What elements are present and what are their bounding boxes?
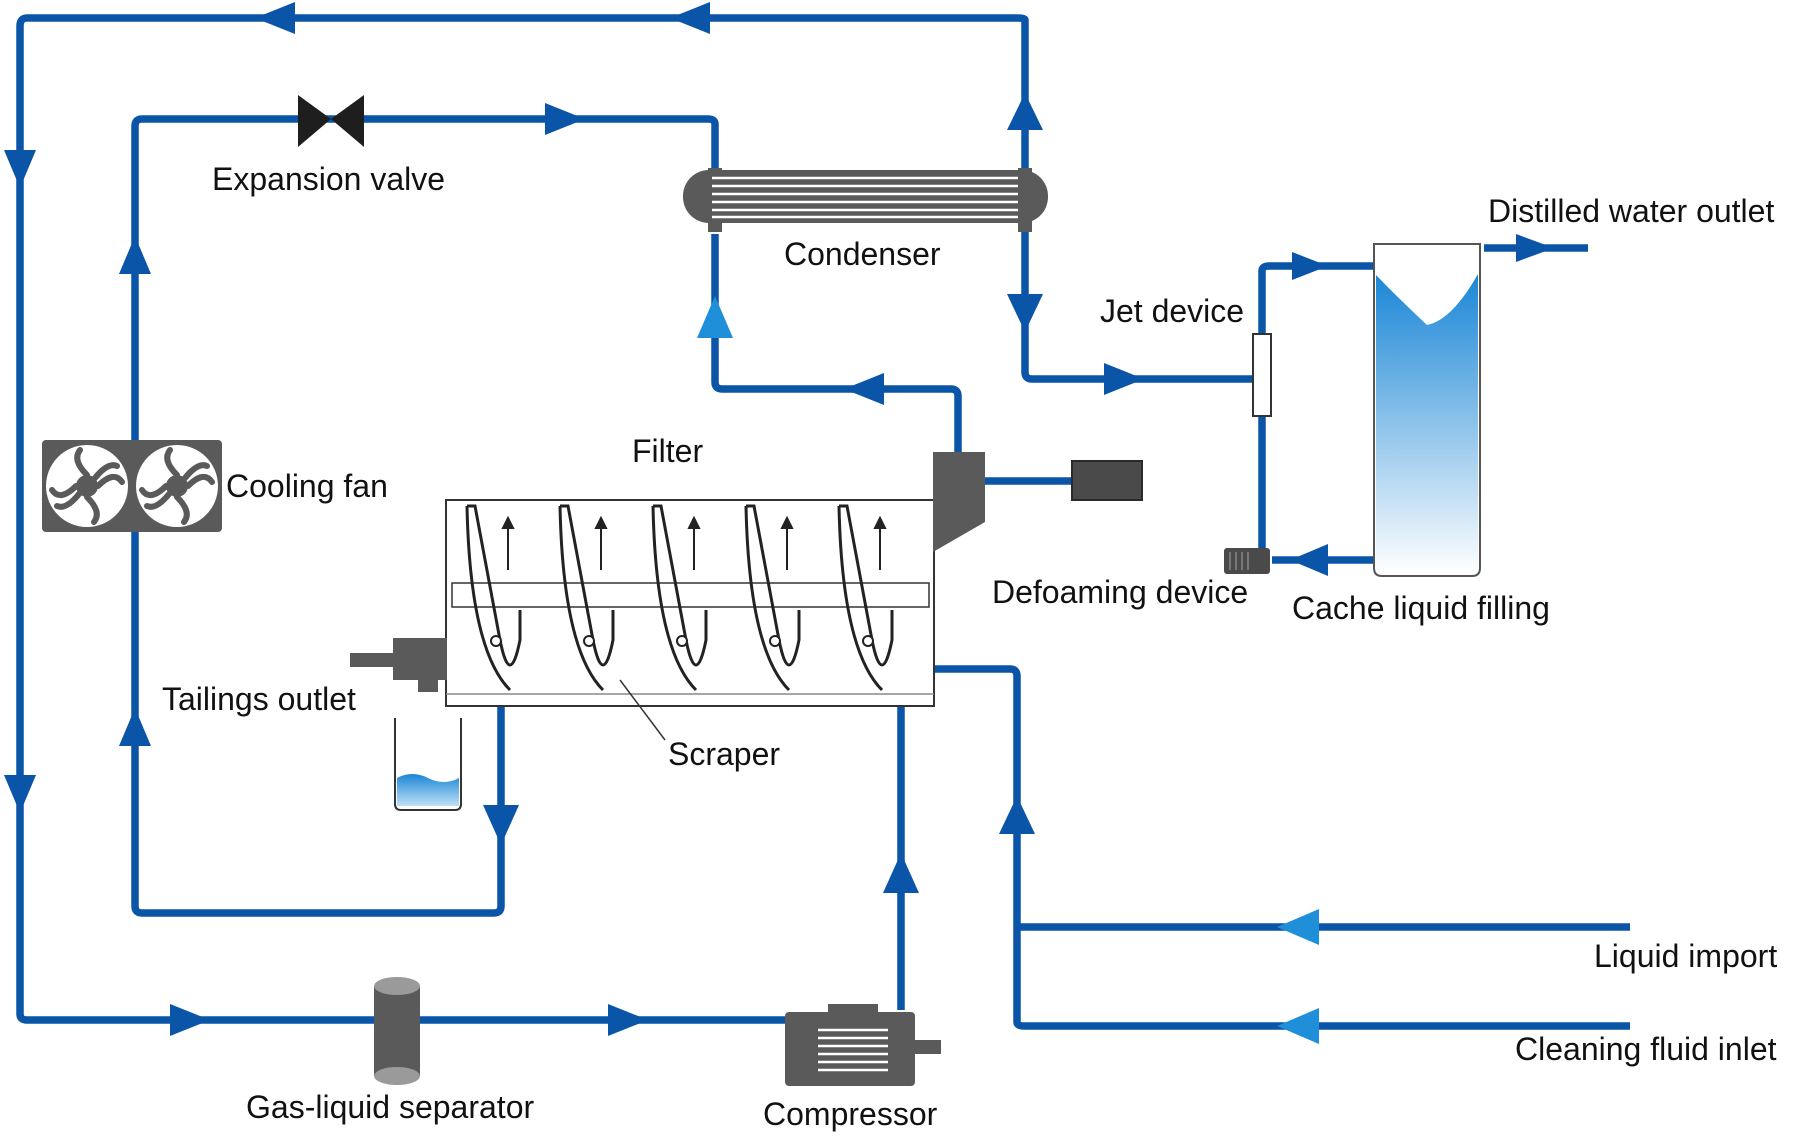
scraper-pointer [619, 679, 666, 741]
arrow-right-bottom-2 [608, 1004, 648, 1036]
label-expansion-valve: Expansion valve [212, 161, 445, 197]
cooling-fan-icon [42, 440, 222, 532]
arrow-right-distilled [1516, 234, 1554, 262]
arrow-up-condenser-right [1007, 93, 1043, 130]
cache-tank-icon [1373, 243, 1481, 577]
arrow-down-tailings [483, 805, 519, 845]
arrow-right-to-tank [1292, 252, 1328, 280]
label-cleaning-fluid-inlet: Cleaning fluid inlet [1515, 1031, 1777, 1067]
label-scraper: Scraper [668, 736, 780, 772]
arrow-up-filter-outlet [697, 296, 733, 338]
label-distilled-water-outlet: Distilled water outlet [1488, 193, 1774, 229]
pump-icon [1224, 548, 1270, 574]
pipe-filter-to-condenser [711, 234, 962, 452]
defoaming-device-icon [1071, 460, 1143, 501]
arrow-right-bottom-1 [170, 1004, 210, 1036]
arrow-up-liquid-inlet [999, 796, 1035, 834]
label-jet-device: Jet device [1100, 293, 1244, 329]
pipe-top-loop [16, 14, 1029, 1024]
arrow-left-tank-return [1290, 544, 1328, 576]
arrow-down-condenser-right [1007, 294, 1043, 332]
arrow-left-top-2 [255, 2, 295, 34]
label-tailings-outlet: Tailings outlet [162, 681, 356, 717]
label-cache-liquid-filling: Cache liquid filling [1292, 590, 1550, 626]
pipe-liquid-into-filter [934, 665, 1630, 1030]
gas-liquid-separator-icon [374, 977, 420, 1085]
arrow-left-cleaning-inlet [1277, 1008, 1319, 1044]
arrow-left-liquid-import [1277, 909, 1319, 945]
arrow-right-to-jet [1104, 363, 1144, 395]
expansion-valve-icon [298, 95, 364, 147]
arrow-up-fan-line-2 [119, 708, 151, 746]
filter-tank-icon [445, 452, 985, 741]
arrow-left-top-1 [670, 2, 710, 34]
arrow-right-valve-line [545, 103, 585, 135]
label-cooling-fan: Cooling fan [226, 468, 388, 504]
label-defoaming-device: Defoaming device [992, 574, 1248, 610]
arrow-up-fan-line-1 [119, 236, 151, 274]
pipes [16, 14, 1630, 1030]
label-condenser: Condenser [784, 236, 941, 272]
arrow-down-left-1 [4, 150, 36, 188]
label-gas-liquid-separator: Gas-liquid separator [246, 1089, 534, 1125]
flow-arrows [4, 2, 1554, 1044]
pipe-jet-to-tank [1258, 262, 1374, 334]
labels: Expansion valve Condenser Distilled wate… [162, 161, 1777, 1132]
arrow-down-left-2 [4, 775, 36, 813]
label-liquid-import: Liquid import [1594, 938, 1777, 974]
compressor-icon [785, 1004, 941, 1086]
arrow-left-filter-outlet [844, 373, 884, 405]
condenser-icon [683, 168, 1048, 232]
arrow-up-compressor [883, 853, 919, 893]
label-compressor: Compressor [763, 1096, 938, 1132]
jet-device-icon [1252, 333, 1272, 417]
pipe-condenser-to-jet [1021, 174, 1254, 383]
tailings-valve-icon [350, 638, 447, 692]
tailings-container-icon [394, 718, 462, 811]
label-filter: Filter [632, 433, 703, 469]
